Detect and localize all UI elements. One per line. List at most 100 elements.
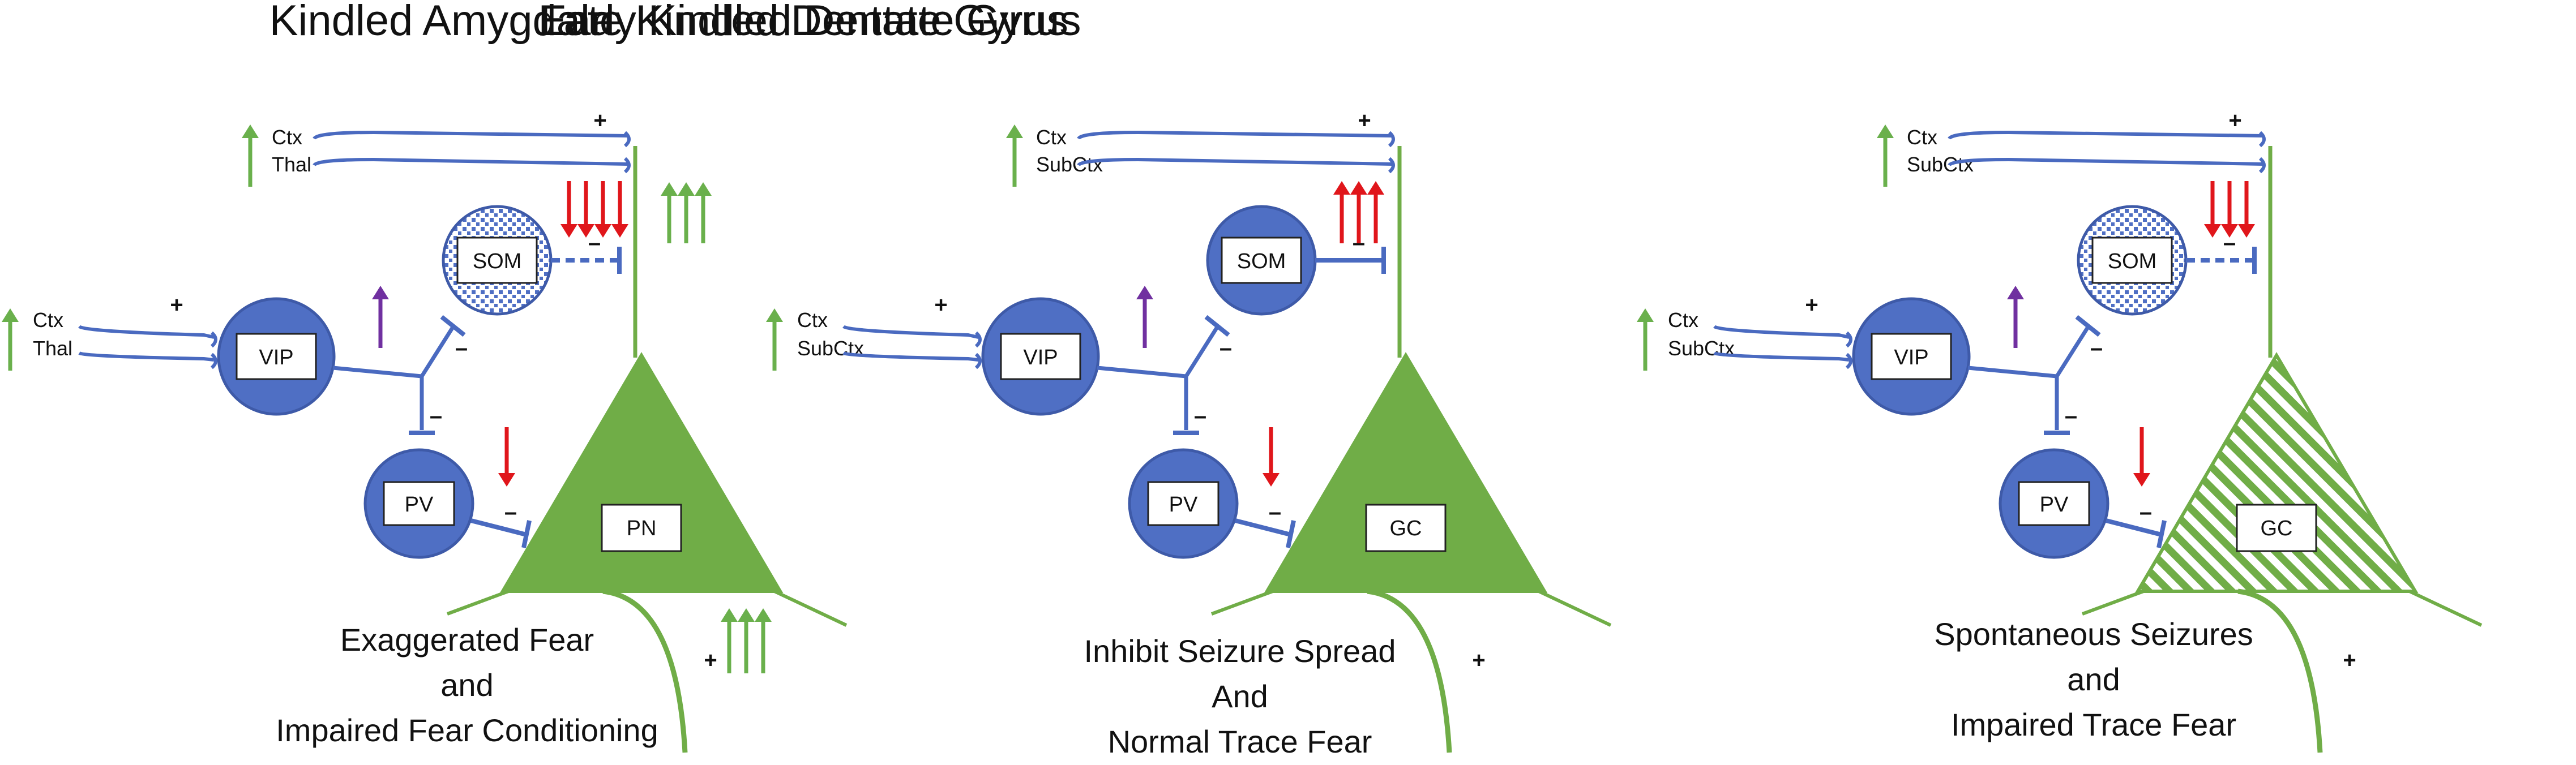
som-change-arrow-1	[560, 181, 577, 238]
som-change-arrow-3	[594, 181, 611, 238]
top-input-synapse-1	[623, 131, 631, 148]
dendrite-change-arrow-1	[661, 182, 678, 243]
output-change-arrow-1-head	[721, 608, 738, 622]
som-change-arrow-3	[2238, 181, 2255, 238]
som-label-box	[2091, 237, 2173, 284]
vip-input-fiber-1	[842, 325, 979, 339]
som-change-arrow-3-head	[1367, 181, 1384, 195]
principal-label-box	[1365, 504, 1447, 552]
vip-input-arrow	[1637, 308, 1654, 371]
principal-cell-label: GC	[2261, 517, 2293, 540]
vip-change-arrow	[2007, 286, 2024, 348]
top-input-fiber-2	[313, 157, 629, 167]
principal-label-box	[601, 504, 682, 552]
pv-to-soma-terminal	[521, 520, 532, 548]
pv-to-soma-connection	[2106, 518, 2162, 537]
vip-input-synapse-1	[210, 331, 217, 348]
top-input-fiber-2	[1077, 157, 1393, 167]
som-change-arrow-2-head	[2221, 224, 2238, 238]
vip-to-som-branch	[1184, 326, 1219, 377]
vip-input-sign: +	[934, 293, 947, 317]
output-change-arrow-3	[755, 608, 772, 673]
som-change-arrow-3-head	[594, 224, 611, 238]
vip-input-sign: +	[170, 293, 183, 317]
vip-to-som-branch	[2055, 326, 2090, 377]
som-inhibition-sign: –	[588, 230, 601, 255]
axon	[1367, 588, 1452, 753]
pv-label-box	[1147, 481, 1219, 526]
pv-to-soma-connection	[1235, 518, 1291, 537]
som-label-box	[1221, 237, 1302, 284]
som-change-arrow-2	[577, 181, 594, 238]
som-change-arrow-1-head	[2204, 224, 2221, 238]
pv-to-soma-terminal	[2156, 520, 2167, 548]
vip-to-som-sign: –	[1219, 336, 1232, 360]
vip-to-pv-sign: –	[430, 403, 442, 428]
basal-dendrite-right	[773, 590, 848, 627]
vip-label-box	[236, 333, 317, 380]
basal-dendrite-left	[1210, 590, 1274, 616]
pv-change-arrow-head	[498, 473, 515, 487]
som-change-arrow-3	[1367, 181, 1384, 243]
principal-label-box	[2236, 504, 2317, 552]
output-sign: +	[704, 648, 717, 673]
vip-cell-label: VIP	[1894, 346, 1928, 369]
caption-line-1: Inhibit Seizure Spread	[1084, 633, 1396, 669]
dendrite-change-arrow-3-head	[695, 182, 712, 196]
som-change-arrow-2-head	[1350, 181, 1367, 195]
pv-label-box	[383, 481, 455, 526]
vip-cell-label: VIP	[259, 346, 293, 369]
som-change-arrow-2-head	[577, 224, 594, 238]
vip-to-som-terminal	[1204, 315, 1230, 337]
principal-cell-body	[2134, 352, 2419, 593]
pv-inhibition-sign: –	[504, 500, 517, 525]
pv-change-arrow	[1263, 427, 1280, 487]
top-input-sign: +	[2228, 108, 2241, 133]
vip-input-arrow	[766, 308, 783, 371]
axon	[2237, 588, 2323, 753]
vip-change-arrow-head	[1136, 286, 1153, 299]
vip-input-synapse-1	[974, 331, 982, 348]
som-inhibition-sign: –	[2223, 230, 2236, 255]
vip-axon	[1097, 366, 1187, 379]
vip-to-pv-sign: –	[2065, 403, 2077, 428]
pv-change-arrow	[2133, 427, 2150, 487]
basal-dendrite-left	[446, 590, 510, 616]
som-change-arrow-1-head	[560, 224, 577, 238]
vip-input-fiber-1	[1713, 325, 1850, 339]
top-input-fiber-2	[1948, 157, 2264, 167]
axon	[602, 588, 688, 753]
vip-input-arrow-head	[2, 308, 19, 322]
vip-input-synapse-1	[1845, 331, 1852, 348]
vip-input-label-2: SubCtx	[797, 337, 864, 360]
vip-change-arrow	[372, 286, 389, 348]
caption-line-3: Normal Trace Fear	[1108, 724, 1372, 759]
top-input-arrow	[242, 124, 259, 187]
output-sign: +	[2343, 648, 2356, 673]
dendrite-change-arrow-3	[695, 182, 712, 243]
principal-cell-body	[499, 352, 784, 593]
output-change-arrow-1	[721, 608, 738, 673]
vip-to-som-terminal	[440, 315, 466, 337]
pv-inhibition-sign: –	[2139, 500, 2152, 525]
top-input-arrow	[1006, 124, 1023, 187]
dendrite-change-arrow-1-head	[661, 182, 678, 196]
vip-to-som-branch	[420, 326, 455, 377]
som-change-arrow-2	[1350, 181, 1367, 243]
top-input-arrow	[1877, 124, 1894, 187]
basal-dendrite-right	[1538, 590, 1612, 627]
dendrite-change-arrow-2	[678, 182, 695, 243]
caption-line-1: Exaggerated Fear	[340, 622, 594, 657]
pv-to-soma-connection	[470, 518, 527, 537]
som-change-arrow-1	[1333, 181, 1350, 243]
output-change-arrow-2	[738, 608, 755, 673]
som-cell-label: SOM	[1237, 250, 1286, 273]
top-input-sign: +	[593, 108, 606, 133]
principal-cell-body	[1264, 352, 1548, 593]
dendrite-change-arrow-2-head	[678, 182, 695, 196]
top-input-sign: +	[1358, 108, 1371, 133]
